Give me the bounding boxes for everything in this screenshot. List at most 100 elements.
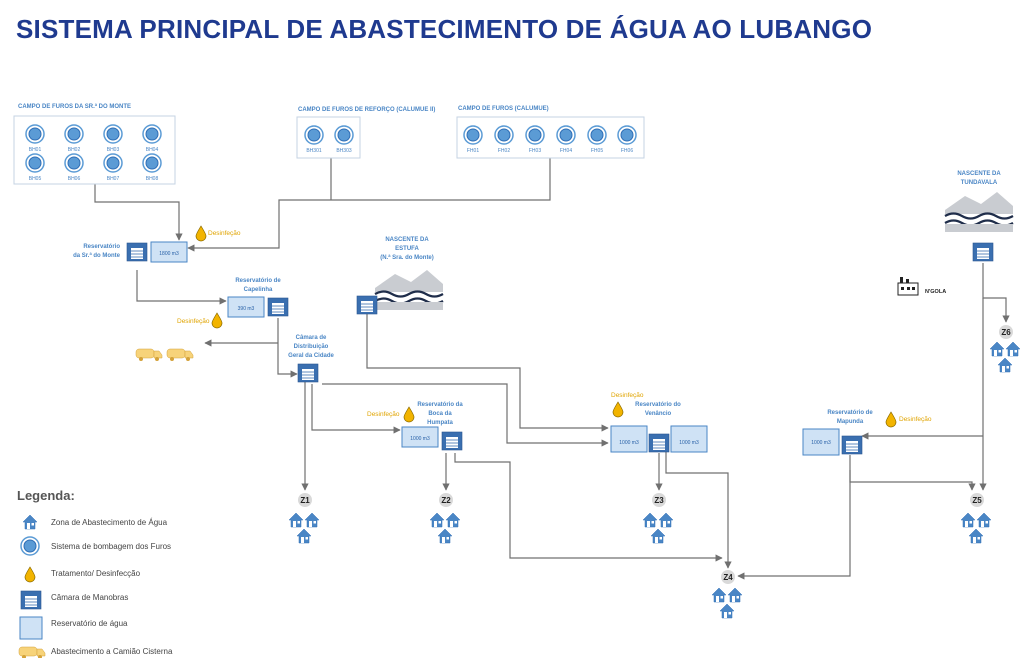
houses-icon xyxy=(712,588,742,618)
svg-text:BH03: BH03 xyxy=(107,147,120,153)
svg-text:BH303: BH303 xyxy=(336,148,352,154)
disinfection-drop-icon xyxy=(885,411,897,428)
svg-text:Câmara de: Câmara de xyxy=(296,335,327,341)
ngola-factory: N'GOLA xyxy=(897,277,946,296)
zone-z3: Z3 xyxy=(643,493,673,543)
chamber-icon xyxy=(267,297,289,317)
well-field-calumue-label: CAMPO DE FUROS (CALUMUE) xyxy=(458,106,549,112)
pump-icon xyxy=(556,125,576,145)
page-title: SISTEMA PRINCIPAL DE ABASTECIMENTO DE ÁG… xyxy=(16,14,873,44)
houses-icon xyxy=(430,513,460,543)
reservoir-venancio: Desinfeção Reservatório do Venâncio 1000… xyxy=(610,392,708,453)
svg-text:Desinfeção: Desinfeção xyxy=(367,411,400,418)
houses-icon xyxy=(643,513,673,543)
disinfection-drop-icon xyxy=(612,401,624,418)
factory-icon xyxy=(897,277,919,296)
svg-text:BH08: BH08 xyxy=(146,176,159,182)
svg-text:Reservatório de água: Reservatório de água xyxy=(51,619,128,628)
disinfection-drop-icon xyxy=(211,312,223,329)
houses-icon xyxy=(961,513,991,543)
svg-text:1000 m3: 1000 m3 xyxy=(410,436,430,442)
reservoir-icon xyxy=(19,616,43,640)
svg-text:Reservatório do: Reservatório do xyxy=(635,402,681,408)
svg-text:BH02: BH02 xyxy=(68,147,81,153)
spring-icon xyxy=(943,190,1015,234)
svg-text:Desinfeção: Desinfeção xyxy=(899,416,932,423)
pump-icon xyxy=(103,124,123,144)
well-field-monte-label: CAMPO DE FUROS DA SR.ª DO MONTE xyxy=(18,103,131,110)
truck-icon xyxy=(18,646,46,658)
svg-text:FH01: FH01 xyxy=(467,148,479,154)
svg-text:Reservatório de: Reservatório de xyxy=(827,410,873,416)
zone-z1: Z1 xyxy=(289,493,319,543)
pump-icon xyxy=(103,153,123,173)
truck-icon xyxy=(166,348,194,362)
chamber-icon xyxy=(972,242,994,262)
svg-text:BH301: BH301 xyxy=(306,148,322,154)
svg-text:Desinfeção: Desinfeção xyxy=(611,392,644,399)
svg-text:Sistema de bombagem dos Furos: Sistema de bombagem dos Furos xyxy=(51,542,171,551)
svg-text:1800 m3: 1800 m3 xyxy=(159,251,179,257)
svg-text:Reservatório de: Reservatório de xyxy=(235,278,281,284)
pump-icon xyxy=(494,125,514,145)
svg-text:Desinfeção: Desinfeção xyxy=(177,318,210,325)
chamber-icon xyxy=(648,433,670,453)
pump-icon xyxy=(587,125,607,145)
svg-text:NASCENTE DA: NASCENTE DA xyxy=(385,237,429,243)
svg-text:1000 m3: 1000 m3 xyxy=(811,440,831,446)
svg-text:Desinfeção: Desinfeção xyxy=(208,230,241,237)
svg-text:1000 m3: 1000 m3 xyxy=(679,440,699,446)
well-field-reforco-label: CAMPO DE FUROS DE REFORÇO (CALUMUE II) xyxy=(298,107,435,113)
zone-z4: Z4 xyxy=(712,570,742,618)
svg-text:FH02: FH02 xyxy=(498,148,510,154)
pump-icon xyxy=(525,125,545,145)
svg-text:NASCENTE DA: NASCENTE DA xyxy=(957,171,1001,177)
legend: Legenda: Zona de Abastecimento de Água S… xyxy=(17,488,173,658)
zone-z6: Z6 xyxy=(990,325,1020,372)
chamber-icon xyxy=(20,590,42,610)
spring-estufa: NASCENTE DA ESTUFA (N.ª Sra. do Monte) xyxy=(356,237,445,315)
chamber-icon xyxy=(126,242,148,262)
truck-icon xyxy=(135,348,163,362)
pump-icon xyxy=(25,124,45,144)
houses-icon xyxy=(289,513,319,543)
svg-text:Mapunda: Mapunda xyxy=(837,419,864,425)
svg-text:Tratamento/ Desinfecção: Tratamento/ Desinfecção xyxy=(51,569,141,578)
svg-text:FH06: FH06 xyxy=(621,148,633,154)
svg-text:Reservatório da: Reservatório da xyxy=(417,402,463,408)
pump-icon xyxy=(20,536,40,556)
reservoir-capelinha: Reservatório de Capelinha 390 m3 Desinfe… xyxy=(177,278,289,329)
svg-text:BH06: BH06 xyxy=(68,176,81,182)
svg-text:Capelinha: Capelinha xyxy=(244,287,273,293)
svg-text:390 m3: 390 m3 xyxy=(238,306,255,312)
pump-icon xyxy=(142,153,162,173)
chamber-icon xyxy=(356,295,378,315)
chamber-icon xyxy=(841,435,863,455)
spring-tundavala: NASCENTE DA TUNDAVALA xyxy=(943,171,1015,262)
svg-text:FH05: FH05 xyxy=(591,148,603,154)
svg-text:da Sr.ª do Monte: da Sr.ª do Monte xyxy=(73,252,121,259)
pump-icon xyxy=(617,125,637,145)
svg-text:FH03: FH03 xyxy=(529,148,541,154)
svg-text:Humpata: Humpata xyxy=(427,420,453,426)
svg-text:Distribuição: Distribuição xyxy=(294,344,329,350)
svg-text:Venâncio: Venâncio xyxy=(645,411,672,417)
svg-text:Z2: Z2 xyxy=(441,496,451,505)
svg-text:Z1: Z1 xyxy=(300,496,310,505)
legend-title: Legenda: xyxy=(17,488,75,503)
svg-text:Abastecimento a Camião Cistern: Abastecimento a Camião Cisterna xyxy=(51,647,173,656)
pipes xyxy=(94,158,1010,580)
pump-icon xyxy=(304,125,324,145)
svg-text:N'GOLA: N'GOLA xyxy=(925,289,946,295)
houses-icon xyxy=(990,342,1020,372)
svg-text:TUNDAVALA: TUNDAVALA xyxy=(961,180,998,186)
pump-icon xyxy=(64,153,84,173)
disinfection-drop-icon xyxy=(24,566,36,583)
chamber-icon xyxy=(441,431,463,451)
svg-text:BH05: BH05 xyxy=(29,176,42,182)
svg-text:(N.ª Sra. do Monte): (N.ª Sra. do Monte) xyxy=(380,254,434,261)
svg-text:Z3: Z3 xyxy=(654,496,664,505)
svg-text:BH07: BH07 xyxy=(107,176,120,182)
pump-icon xyxy=(25,153,45,173)
